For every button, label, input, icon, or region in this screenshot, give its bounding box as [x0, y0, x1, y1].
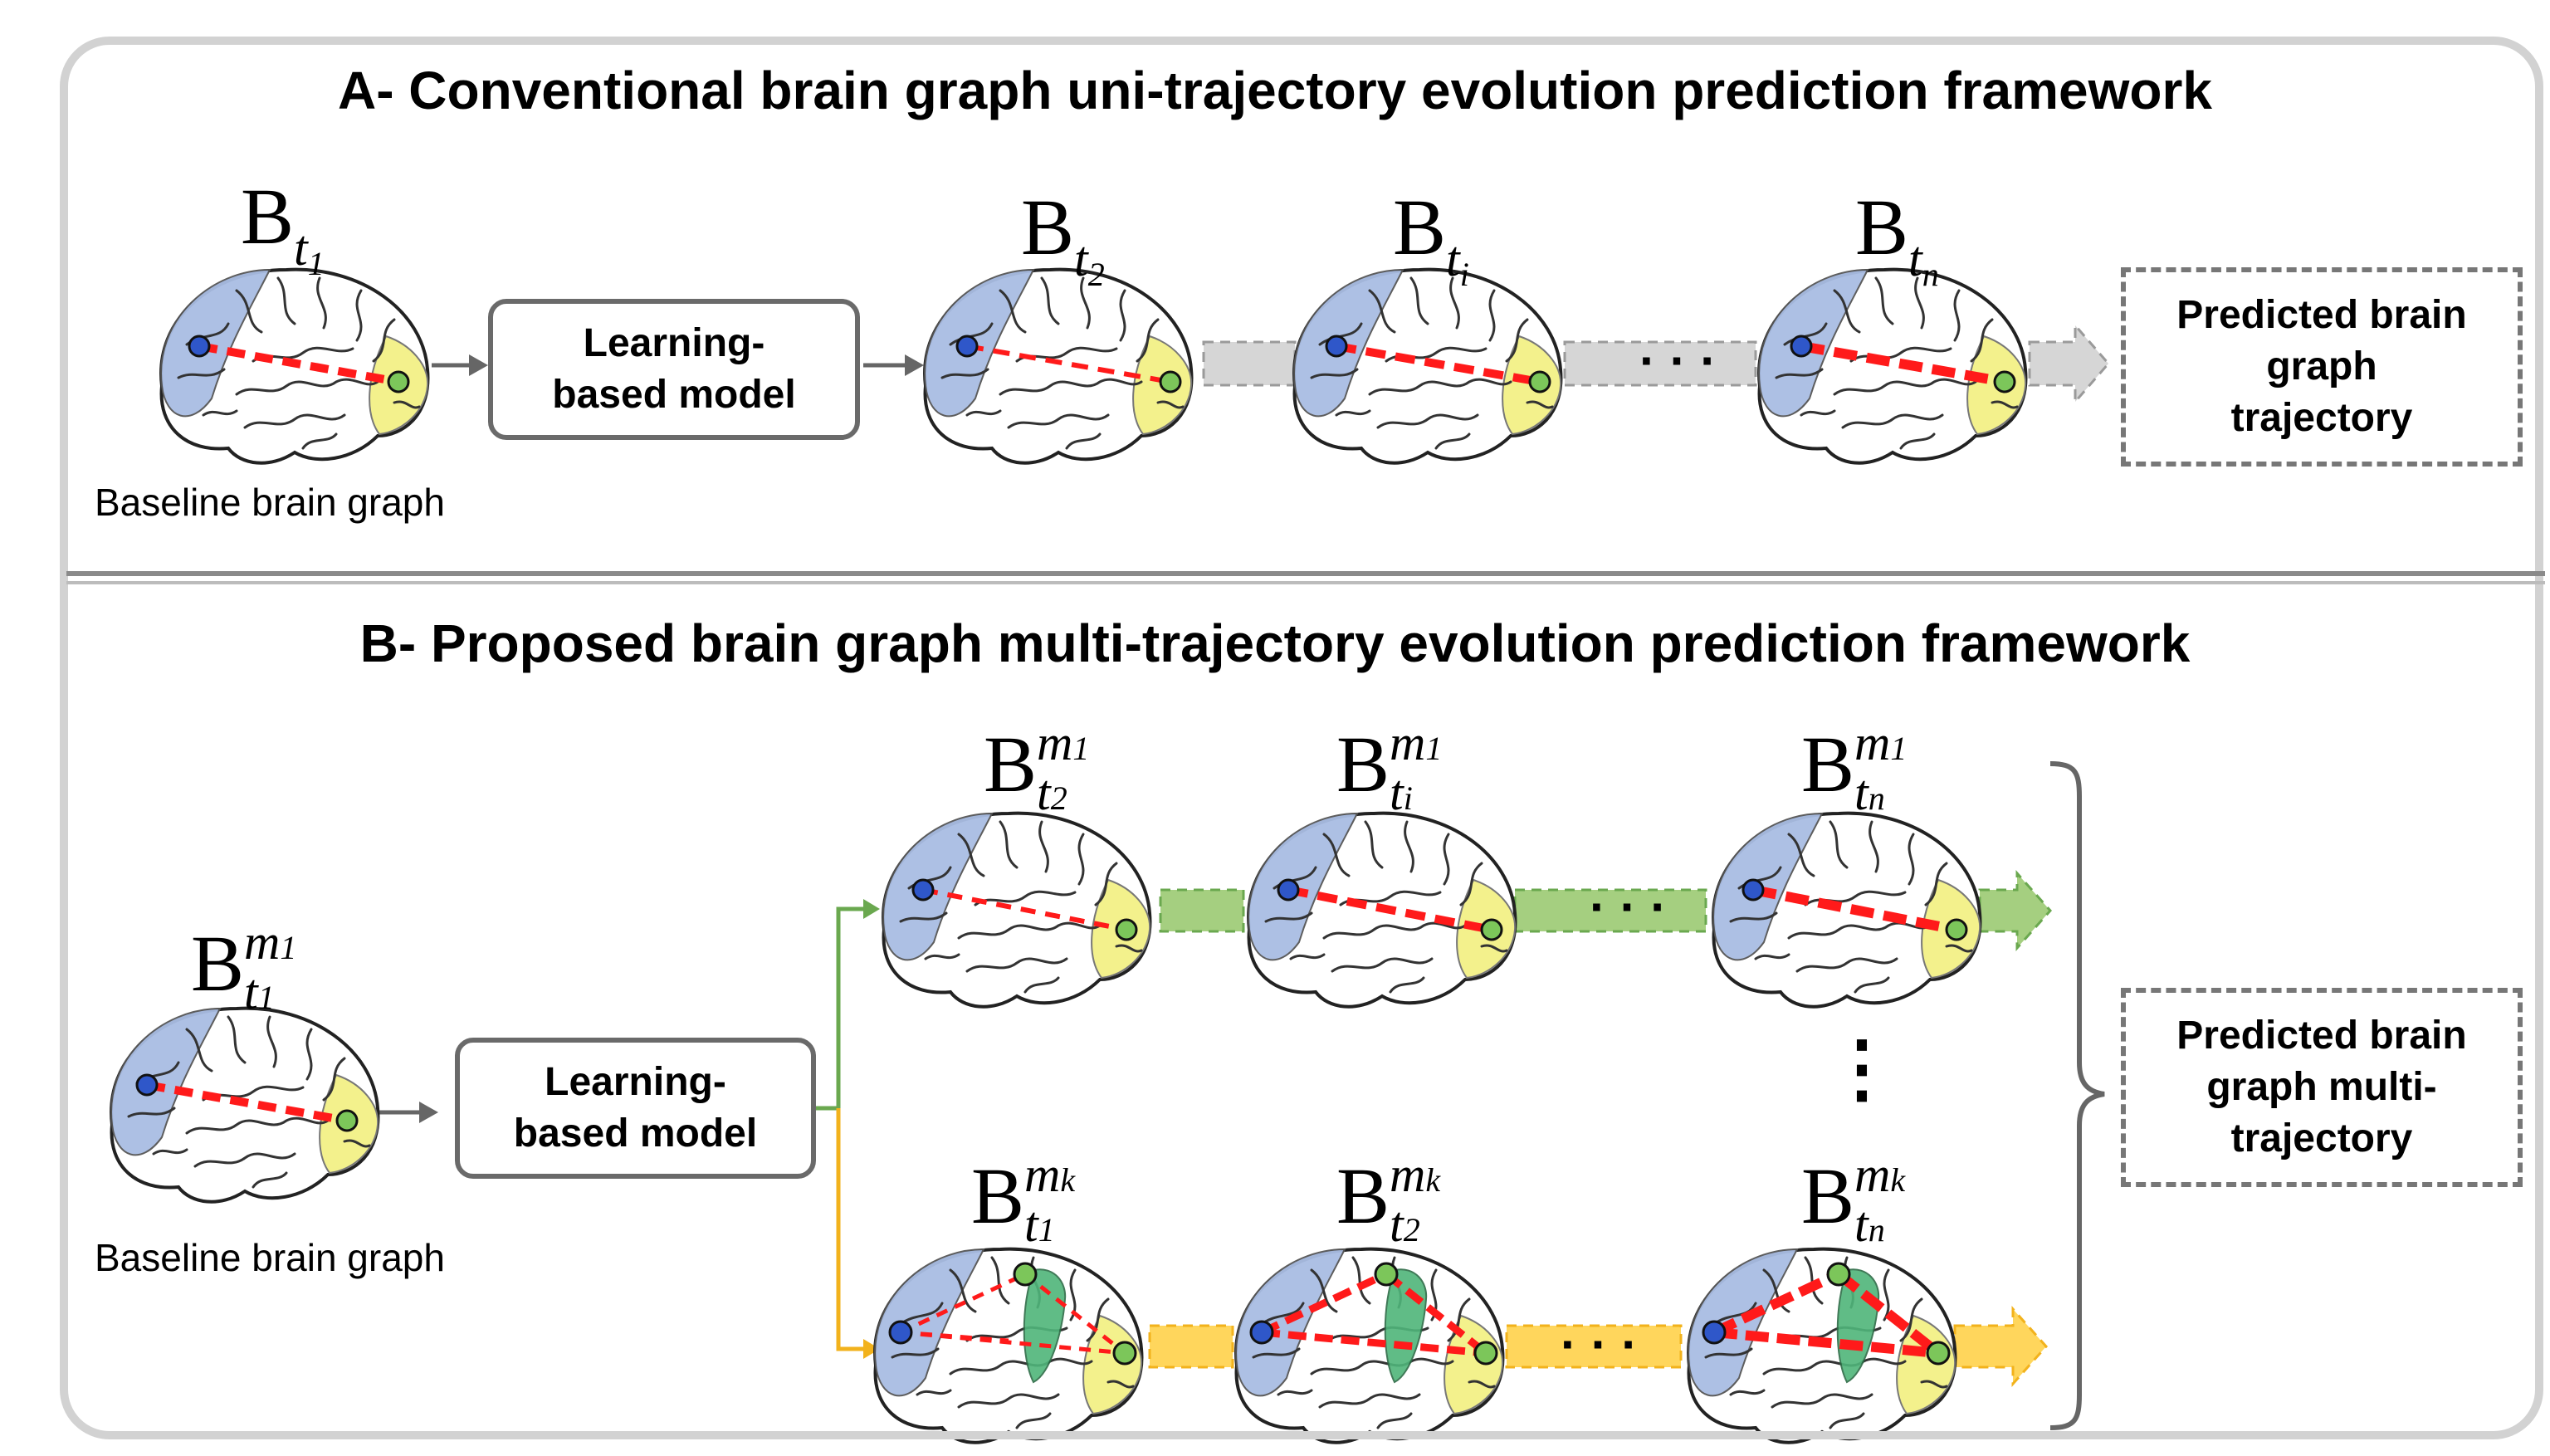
- brain-icon: [1236, 1249, 1502, 1443]
- predicted-label-line: Predicted brain: [2176, 293, 2467, 337]
- panel-divider: [66, 571, 2545, 576]
- panel-b-ellipsis-top: · · ·: [1590, 879, 1668, 935]
- brain-icon: [159, 267, 430, 465]
- panel-a-arrows: [432, 321, 2110, 406]
- brain-icon: [1292, 267, 1563, 465]
- graph-label-btn: Btn: [1855, 183, 1939, 293]
- model-label-line: Learning-: [583, 321, 765, 365]
- brain-icon: [923, 267, 1194, 465]
- panel-b-vertical-ellipsis: ⋮: [1825, 1028, 1899, 1111]
- brain-icon: [1712, 811, 1982, 1009]
- panel-a-predicted-box: Predicted brain graph trajectory: [2121, 267, 2523, 467]
- graph-label-bm1t2: B m1 t2: [984, 716, 1090, 820]
- brain-icon: [110, 1006, 380, 1204]
- panel-a-title: A- Conventional brain graph uni-trajecto…: [337, 61, 2213, 120]
- panel-a-ellipsis: · · ·: [1639, 333, 1717, 388]
- panel-b-predicted-box: Predicted brain graph multi- trajectory: [2121, 988, 2523, 1187]
- panel-a-baseline-caption: Baseline brain graph: [95, 481, 445, 524]
- brain-icon: [1757, 267, 2028, 465]
- panel-a-brains: [159, 267, 2028, 465]
- graph-label-bm1ti: B m1 ti: [1336, 716, 1443, 820]
- graph-label-bmktn: B mk tn: [1801, 1147, 1906, 1252]
- graph-label-bm1t1: B m1 t1: [191, 915, 297, 1019]
- graph-label-bmkt2: B mk t2: [1336, 1147, 1441, 1252]
- panel-b-ellipsis-bottom: · · ·: [1561, 1317, 1639, 1372]
- graph-label-bti: Bti: [1393, 183, 1469, 293]
- predicted-label-line: trajectory: [2230, 396, 2413, 440]
- panel-b-arrows: [357, 870, 2053, 1387]
- brain-icon: [875, 1249, 1141, 1443]
- brace-icon: [2049, 761, 2105, 1430]
- figure-frame: [60, 37, 2543, 1439]
- panel-divider-shadow: [66, 581, 2545, 584]
- graph-label-bm1tn: B m1 tn: [1801, 716, 1908, 820]
- brain-icon: [1688, 1249, 1955, 1443]
- predicted-label-line: graph: [2266, 344, 2377, 388]
- predicted-label-line: trajectory: [2230, 1116, 2413, 1160]
- model-label-line: based model: [513, 1112, 758, 1156]
- graph-label-bt2: Bt2: [1021, 183, 1105, 293]
- panel-b-baseline-caption: Baseline brain graph: [95, 1236, 445, 1279]
- graph-label-bmkt1: B mk t1: [971, 1147, 1076, 1252]
- model-label-line: based model: [552, 373, 796, 417]
- predicted-label-line: graph multi-: [2206, 1065, 2437, 1109]
- panel-b-brains: [110, 811, 1982, 1443]
- brain-icon: [1247, 811, 1517, 1009]
- graph-label-bt1: Bt1: [241, 172, 325, 282]
- panel-b-title: B- Proposed brain graph multi-trajectory…: [359, 613, 2191, 673]
- model-label-line: Learning-: [545, 1060, 726, 1104]
- predicted-label-line: Predicted brain: [2176, 1014, 2467, 1058]
- panel-a-learning-model-box: Learning-based model: [488, 299, 860, 440]
- brain-icon: [882, 811, 1152, 1009]
- panel-b-learning-model-box: Learning-based model: [455, 1038, 816, 1179]
